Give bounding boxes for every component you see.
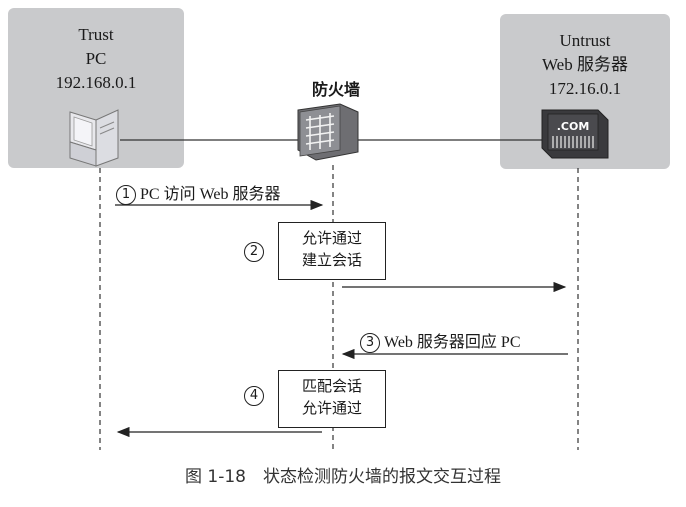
firewall-icon [297, 103, 359, 161]
step-1-text: PC 访问 Web 服务器 [140, 186, 281, 203]
server-icon: .COM [541, 109, 609, 159]
step-2-label: 2 [244, 242, 268, 262]
step-4-number: 4 [244, 386, 264, 406]
server-icon-text: .COM [557, 120, 590, 133]
step-3-number: 3 [360, 333, 380, 354]
step-4-label: 4 [244, 386, 268, 406]
pc-icon [69, 109, 119, 167]
step-2-line-2: 建立会话 [301, 251, 362, 269]
step-3-text: Web 服务器回应 PC [384, 334, 521, 351]
figure-caption: 图 1-18 状态检测防火墙的报文交互过程 [185, 467, 501, 487]
allow-session-box: 允许通过 建立会话 [278, 222, 386, 280]
firewall-label: 防火墙 [311, 80, 360, 99]
trust-zone-name: Trust [78, 25, 114, 44]
untrust-zone-name: Untrust [559, 31, 611, 50]
match-session-box: 匹配会话 允许通过 [278, 370, 386, 428]
trust-device-label: PC [85, 49, 107, 68]
step-2-number: 2 [244, 242, 264, 262]
step-4-line-1: 匹配会话 [301, 377, 362, 395]
trust-ip: 192.168.0.1 [55, 73, 137, 92]
step-1-number: 1 [116, 185, 136, 206]
untrust-ip: 172.16.0.1 [548, 79, 622, 98]
untrust-device-label: Web 服务器 [542, 55, 628, 74]
step-2-line-1: 允许通过 [301, 229, 362, 247]
step-4-line-2: 允许通过 [301, 399, 362, 417]
